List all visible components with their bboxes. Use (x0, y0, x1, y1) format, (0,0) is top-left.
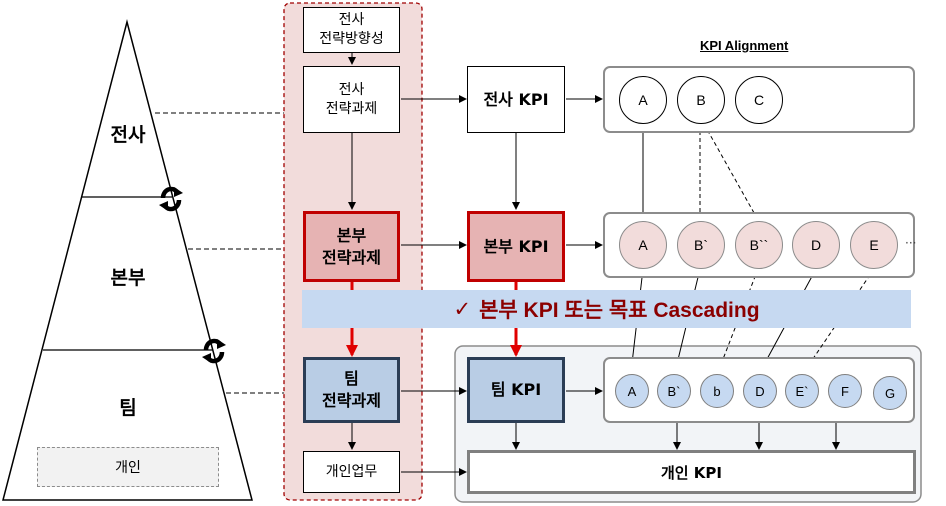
team-kpi-box: 팀 KPI (467, 357, 565, 423)
team-kpi-item: G (873, 376, 907, 410)
division-kpi-item: B` (677, 221, 725, 269)
cycle-icon (202, 338, 226, 364)
check-icon: ✓ (453, 297, 472, 321)
level-label-team: 팀 (119, 397, 137, 419)
team-task-box: 팀 전략과제 (303, 357, 400, 423)
pyramid-outline (2, 19, 253, 501)
cascading-banner: ✓ 본부 KPI 또는 목표 Cascading (302, 290, 911, 328)
division-kpi-item: D (792, 221, 840, 269)
team-kpi-item: B` (657, 374, 691, 408)
division-task-box: 본부 전략과제 (303, 211, 400, 282)
team-kpi-item: D (743, 374, 777, 408)
company-task-box: 전사 전략과제 (303, 66, 400, 133)
team-kpi-item: E` (785, 374, 819, 408)
team-kpi-item: A (615, 374, 649, 408)
level-label-company: 전사 (110, 124, 146, 146)
company-kpi-item: B (677, 76, 725, 124)
division-kpi-box: 본부 KPI (467, 211, 565, 282)
team-kpi-item: F (828, 374, 862, 408)
level-label-division: 본부 (110, 267, 146, 289)
company-kpi-item: C (735, 76, 783, 124)
company-kpi-item: A (619, 76, 667, 124)
team-kpi-item: b (700, 374, 734, 408)
individual-box: 개인 (37, 447, 219, 487)
company-kpi-box: 전사 KPI (467, 66, 565, 133)
individual-work-box: 개인업무 (303, 451, 400, 493)
more-items-ellipsis: ··· (905, 236, 917, 250)
cycle-icon (159, 186, 183, 212)
cascading-banner-text: 본부 KPI 또는 목표 Cascading (479, 299, 760, 322)
company-direction-box: 전사 전략방향성 (303, 7, 400, 53)
division-kpi-item: B`` (735, 221, 783, 269)
division-kpi-item: A (619, 221, 667, 269)
alignment-title: KPI Alignment (700, 38, 789, 53)
individual-kpi-box: 개인 KPI (467, 450, 916, 494)
division-kpi-item: E (850, 221, 898, 269)
